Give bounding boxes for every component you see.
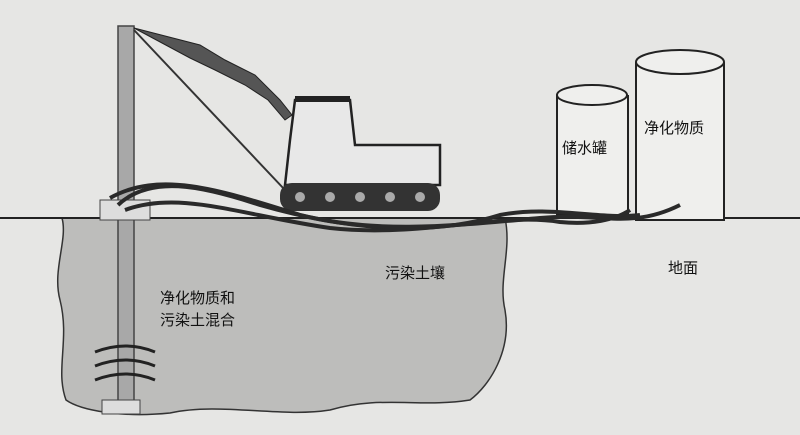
pole-base <box>101 399 141 415</box>
mix-label-line2: 污染土混合 <box>160 311 236 329</box>
crane-boom <box>133 27 293 121</box>
mix-label-line1: 净化物质和 <box>160 289 236 307</box>
purifier-tank <box>635 49 725 221</box>
ground-label: 地面 <box>668 259 699 277</box>
hoses <box>109 182 681 233</box>
crane-cable <box>133 29 286 191</box>
excavator-icon <box>280 96 442 211</box>
water-tank-label: 储水罐 <box>562 139 608 157</box>
contaminated-soil-label: 污染土壤 <box>385 264 446 282</box>
contaminated-soil-region <box>56 217 508 416</box>
purifier-label: 净化物质 <box>644 119 705 137</box>
auger-icon <box>94 344 156 382</box>
